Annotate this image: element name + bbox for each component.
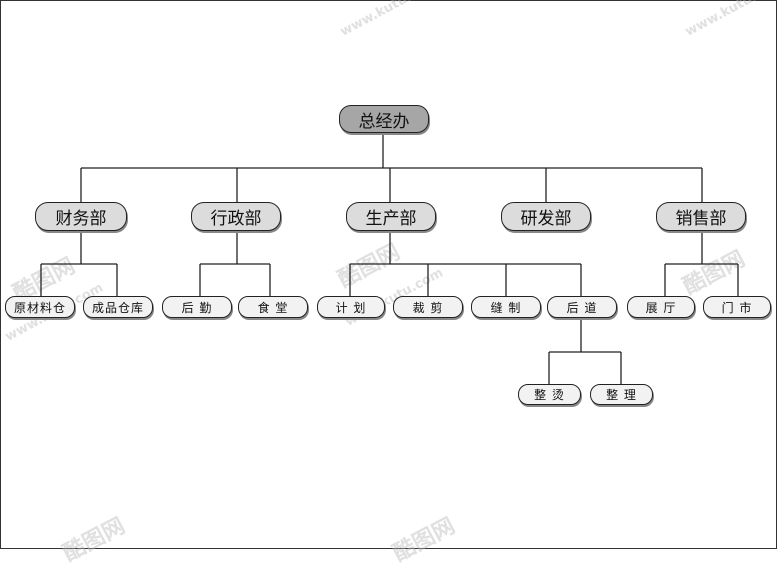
node-admin-dept: 行政部 bbox=[191, 202, 281, 231]
node-finishing: 后 道 bbox=[547, 296, 617, 318]
node-canteen: 食 堂 bbox=[238, 296, 308, 318]
node-showroom: 展 厅 bbox=[627, 296, 695, 318]
node-sorting: 整 理 bbox=[590, 384, 653, 405]
node-finance-dept: 财务部 bbox=[35, 202, 127, 231]
connector-lines bbox=[40, 132, 739, 384]
node-logistics: 后 勤 bbox=[162, 296, 232, 318]
node-general-office: 总经办 bbox=[339, 105, 429, 133]
node-sewing: 缝 制 bbox=[471, 296, 541, 318]
node-raw-material-warehouse: 原材料仓 bbox=[5, 296, 75, 318]
node-cutting: 裁 剪 bbox=[393, 296, 463, 318]
node-planning: 计 划 bbox=[317, 296, 385, 318]
node-production-dept: 生产部 bbox=[346, 202, 436, 231]
node-sales-dept: 销售部 bbox=[656, 202, 746, 231]
node-store: 门 市 bbox=[703, 296, 771, 318]
node-rnd-dept: 研发部 bbox=[501, 202, 591, 231]
node-ironing: 整 烫 bbox=[518, 384, 581, 405]
node-finished-goods-warehouse: 成品仓库 bbox=[83, 296, 153, 318]
